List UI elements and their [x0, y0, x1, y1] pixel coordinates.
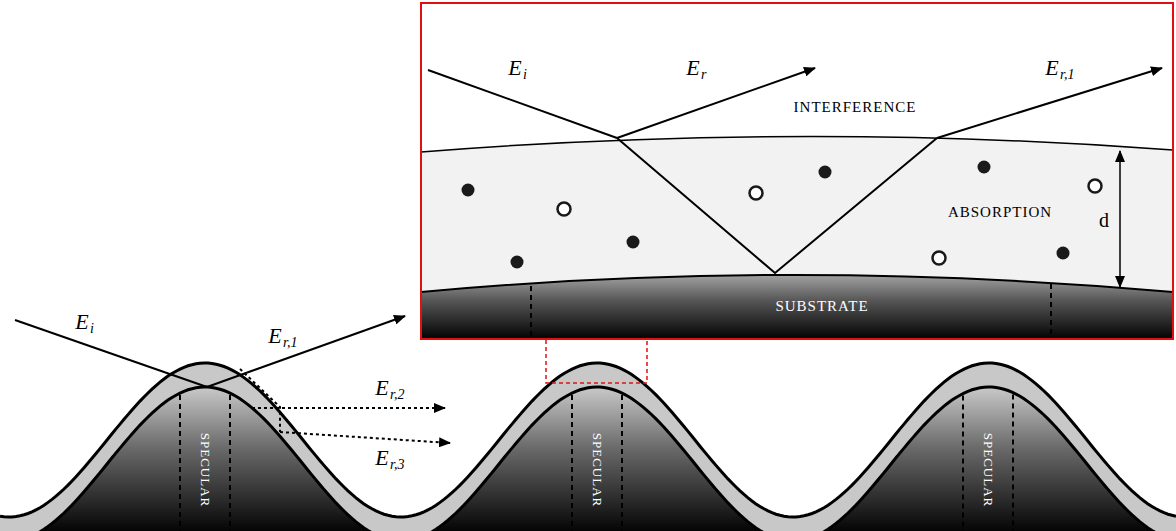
absorption-layer — [421, 136, 1173, 292]
symbol-subscript: r,1 — [283, 336, 297, 350]
substrate-body — [0, 387, 1176, 531]
symbol-label: E — [686, 57, 699, 79]
reflected-ray — [617, 68, 815, 138]
symbol-subscript: i — [523, 68, 527, 82]
zone-label: SPECULAR — [591, 433, 604, 507]
zone-label: SPECULAR — [199, 433, 212, 507]
band-label: ABSORPTION — [948, 204, 1052, 221]
substrate-band: SUBSTRATE — [771, 296, 872, 317]
refracted-ray — [617, 138, 937, 273]
band-label: SUBSTRATE — [775, 298, 868, 315]
symbol-label: E — [375, 447, 388, 469]
scattered-ray — [280, 432, 450, 443]
symbol-subscript: r — [701, 68, 706, 82]
absorption-band: ABSORPTION — [944, 202, 1056, 223]
dimension-label: d — [1099, 210, 1109, 230]
symbol-subscript: r,2 — [390, 388, 404, 402]
symbol-subscript: r,1 — [1060, 68, 1074, 82]
symbol-label: E — [268, 325, 281, 347]
symbol-subscript: r,3 — [390, 458, 404, 472]
scattered-ray — [252, 407, 445, 409]
substrate-layer — [421, 275, 1173, 339]
symbol-label: E — [375, 377, 388, 399]
inset-ground — [421, 3, 1173, 339]
layer-boundary — [421, 275, 1173, 292]
scattered-path — [240, 369, 280, 432]
region-label: INTERFERENCE — [794, 100, 917, 115]
specular-zone-lines — [180, 395, 1013, 531]
zone-label: SPECULAR — [982, 433, 995, 507]
symbol-label: E — [508, 57, 521, 79]
layer-boundary — [421, 136, 1173, 152]
symbol-label: E — [75, 311, 88, 333]
thickness-arrow — [1119, 151, 1121, 287]
specular-zone-lines — [530, 286, 532, 339]
specular-zone-lines — [1050, 284, 1052, 339]
zoom-marker — [546, 337, 647, 383]
incident-ray — [15, 320, 207, 387]
symbol-subscript: i — [90, 322, 94, 336]
particles — [462, 161, 1102, 269]
symbol-label: E — [1045, 57, 1058, 79]
inset-frame — [421, 3, 1173, 339]
substrate-outline — [0, 387, 1176, 531]
coating-outline — [0, 363, 1176, 517]
incident-ray — [428, 70, 617, 138]
